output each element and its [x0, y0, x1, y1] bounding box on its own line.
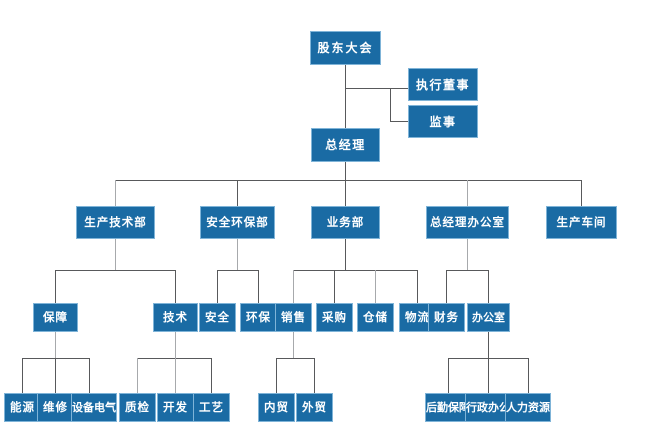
node-sales[interactable]: 销售 — [275, 303, 312, 332]
connector-business-bus — [293, 270, 417, 271]
node-equipment-electrical[interactable]: 设备电气 — [71, 393, 117, 422]
node-gm-office-dept[interactable]: 总经理办公室 — [426, 206, 509, 239]
connector-shareholders-to-gm — [345, 64, 346, 130]
node-development[interactable]: 开发 — [157, 393, 194, 422]
node-shareholders-meeting[interactable]: 股东大会 — [310, 31, 381, 65]
node-safety[interactable]: 安全 — [199, 303, 236, 332]
connector-drop-maintenance — [55, 358, 56, 393]
connector-drop-warehouse — [375, 270, 376, 303]
connector-to-executive-director-h — [345, 88, 410, 89]
connector-safety-env-down — [237, 238, 238, 270]
connector-drop-technology — [175, 270, 176, 303]
node-supervisor[interactable]: 监事 — [408, 105, 478, 138]
connector-production-tech-bus — [55, 270, 175, 271]
connector-production-tech-down — [115, 238, 116, 270]
connector-sales-down — [293, 331, 294, 358]
node-purchasing[interactable]: 采购 — [316, 303, 353, 332]
connector-drop-purchasing — [334, 270, 335, 303]
connector-gm-office-down — [467, 238, 468, 270]
connector-support-down — [55, 331, 56, 358]
connector-drop-foreign — [314, 358, 315, 393]
connector-drop-safety — [217, 270, 218, 303]
connector-drop-process — [211, 358, 212, 393]
node-energy[interactable]: 能源 — [4, 393, 41, 422]
connector-drop-admin-office — [488, 358, 489, 393]
node-warehouse[interactable]: 仓储 — [357, 303, 394, 332]
connector-sales-bus — [276, 358, 314, 359]
connector-drop-business — [345, 180, 346, 206]
node-support[interactable]: 保障 — [33, 303, 78, 332]
node-business-dept[interactable]: 业务部 — [311, 206, 380, 239]
connector-to-supervisor-h — [390, 121, 410, 122]
connector-drop-equipment — [89, 358, 90, 393]
connector-gm-office-bus — [446, 270, 488, 271]
connector-drop-environment — [258, 270, 259, 303]
connector-drop-quality — [137, 358, 138, 393]
node-logistics-support[interactable]: 后勤保障 — [425, 393, 471, 422]
connector-drop-development — [175, 358, 176, 393]
connector-drop-workshop — [581, 180, 582, 206]
connector-drop-finance — [446, 270, 447, 303]
node-production-tech-dept[interactable]: 生产技术部 — [76, 206, 155, 239]
connector-drop-safety-env — [237, 180, 238, 206]
connector-drop-logistics — [417, 270, 418, 303]
node-human-resources[interactable]: 人力资源 — [505, 393, 551, 422]
connector-department-bus — [115, 180, 581, 181]
connector-drop-logistics-support — [448, 358, 449, 393]
connector-technology-bus — [137, 358, 211, 359]
node-environment[interactable]: 环保 — [240, 303, 277, 332]
node-technology[interactable]: 技术 — [153, 303, 198, 332]
connector-drop-domestic — [276, 358, 277, 393]
node-safety-env-dept[interactable]: 安全环保部 — [200, 206, 275, 239]
connector-drop-hr — [528, 358, 529, 393]
node-executive-director[interactable]: 执行董事 — [408, 68, 478, 101]
node-finance[interactable]: 财务 — [428, 303, 465, 332]
node-production-workshop[interactable]: 生产车间 — [546, 206, 617, 239]
connector-drop-support — [55, 270, 56, 303]
connector-technology-down — [175, 331, 176, 358]
connector-drop-production-tech — [115, 180, 116, 206]
connector-safety-env-bus — [217, 270, 258, 271]
connector-supervisor-v — [390, 88, 391, 121]
node-maintenance[interactable]: 维修 — [37, 393, 74, 422]
connector-drop-energy — [22, 358, 23, 393]
connector-office-down — [488, 331, 489, 358]
connector-drop-office — [488, 270, 489, 303]
connector-gm-down — [345, 161, 346, 180]
node-quality-inspection[interactable]: 质检 — [119, 393, 156, 422]
connector-business-down — [345, 238, 346, 270]
connector-drop-sales — [293, 270, 294, 303]
connector-drop-gm-office — [467, 180, 468, 206]
node-foreign-trade[interactable]: 外贸 — [296, 393, 333, 422]
node-general-manager[interactable]: 总经理 — [311, 128, 380, 162]
node-office[interactable]: 办公室 — [467, 303, 510, 332]
node-process[interactable]: 工艺 — [193, 393, 230, 422]
node-domestic-trade[interactable]: 内贸 — [258, 393, 295, 422]
